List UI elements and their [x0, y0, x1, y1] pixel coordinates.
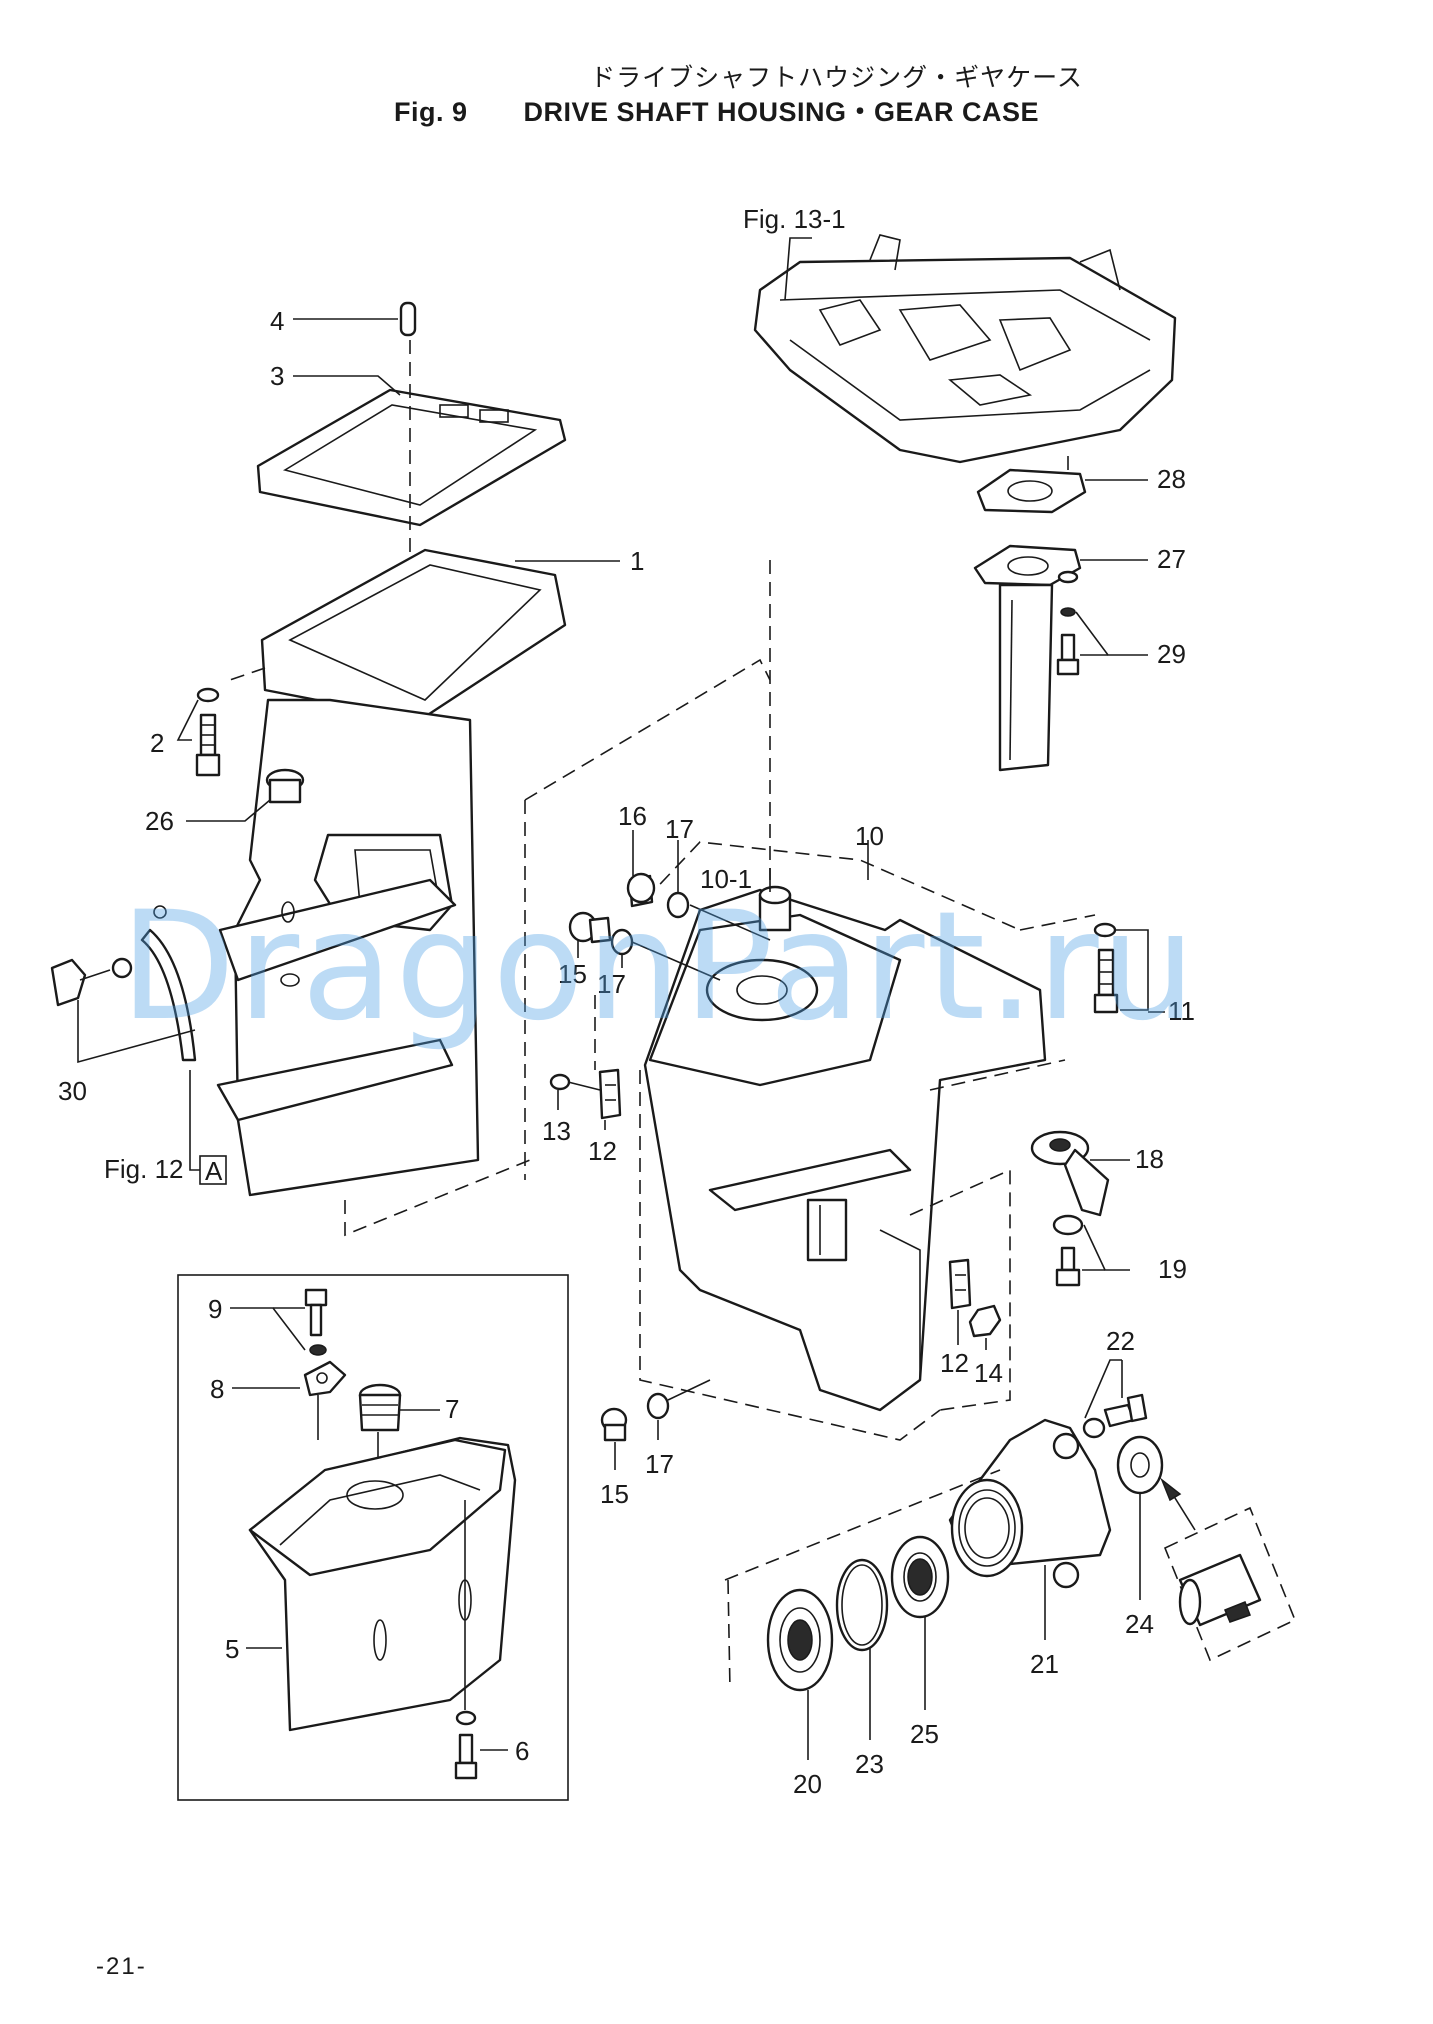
callout-13: 13: [542, 1116, 571, 1146]
part-13-screw: [549, 1073, 601, 1110]
callout-9: 9: [208, 1294, 222, 1324]
part-3-gasket: [256, 340, 567, 560]
part-29-bolts: [1056, 570, 1148, 676]
part-19-bolt: [1052, 1214, 1130, 1287]
part-7-grommet: [358, 1383, 440, 1460]
part-28-gasket: [976, 468, 1148, 514]
part-12-anode-lower: [909, 1168, 1011, 1411]
callout-17-lower: 17: [645, 1449, 674, 1479]
part-17-washer-lower: [646, 1379, 711, 1440]
callout-8: 8: [210, 1374, 224, 1404]
callout-10-1: 10-1: [700, 864, 752, 894]
callout-27: 27: [1157, 544, 1186, 574]
part-5-lower-cowl: [246, 1436, 517, 1732]
part-20-bearing: [724, 1469, 1001, 1760]
part-11-bolt: [1019, 914, 1165, 1014]
callout-23: 23: [855, 1749, 884, 1779]
part-18-trim-tab: [1030, 1130, 1130, 1217]
callout-7: 7: [445, 1394, 459, 1424]
part-22-bolt: [1082, 1359, 1148, 1439]
part-30-ground-wire: [50, 905, 200, 1171]
fig-12-box-letter: A: [205, 1156, 223, 1186]
part-1-drive-shaft-housing: [216, 548, 620, 1197]
seal-installer-detail: [1163, 1506, 1297, 1662]
callout-11: 11: [1168, 996, 1195, 1026]
callout-22: 22: [1106, 1326, 1135, 1356]
callout-26: 26: [145, 806, 174, 836]
part-10-1-bushing: [758, 868, 792, 932]
callout-17-top: 17: [665, 814, 694, 844]
part-16-plug-bolt: [626, 830, 656, 908]
callout-4: 4: [270, 306, 284, 336]
part-21-propeller-shaft-housing: [948, 1418, 1112, 1640]
callout-5: 5: [225, 1634, 239, 1664]
callout-2: 2: [150, 728, 164, 758]
callout-19: 19: [1158, 1254, 1187, 1284]
fig-12-box: [199, 1155, 227, 1185]
callout-16: 16: [618, 801, 647, 831]
callout-14: 14: [974, 1358, 1003, 1388]
callout-24: 24: [1125, 1609, 1154, 1639]
callout-20: 20: [793, 1769, 822, 1799]
callout-17-mid: 17: [597, 969, 626, 999]
part-9-bolt: [230, 1288, 328, 1356]
figure-number: Fig. 9: [393, 97, 468, 127]
watermark: DragonPart.ru: [120, 880, 1198, 1054]
part-15-bolt-lower: [600, 1407, 628, 1470]
title-english: Fig. 9 DRIVE SHAFT HOUSING・GEAR CASE: [0, 90, 1433, 129]
part-12-anode-upper: [598, 1068, 622, 1130]
engine-base-reference: [753, 234, 1177, 464]
callout-21: 21: [1030, 1649, 1059, 1679]
callout-15-upper: 15: [558, 959, 587, 989]
page-number: -21-: [96, 1953, 147, 1980]
part-27-exhaust-tube: [973, 450, 1148, 772]
callout-10: 10: [855, 821, 884, 851]
part-25-bearing: [890, 1535, 950, 1710]
callout-28: 28: [1157, 464, 1186, 494]
callout-29: 29: [1157, 639, 1186, 669]
figure-title: DRIVE SHAFT HOUSING・GEAR CASE: [523, 97, 1040, 127]
callout-12-lower: 12: [940, 1348, 969, 1378]
callout-3: 3: [270, 361, 284, 391]
callout-12-upper: 12: [588, 1136, 617, 1166]
callout-18: 18: [1135, 1144, 1164, 1174]
fig-13-1-reference[interactable]: Fig. 13-1: [743, 204, 846, 234]
part-14-nut: [968, 1304, 1002, 1350]
callout-1: 1: [630, 546, 644, 576]
callout-30: 30: [58, 1076, 87, 1106]
part-4-dowel-pin: [293, 301, 417, 337]
part-17-washer-top: [666, 840, 771, 941]
callout-25: 25: [910, 1719, 939, 1749]
callout-15-lower: 15: [600, 1479, 629, 1509]
callout-6: 6: [515, 1736, 529, 1766]
part-23-o-ring: [835, 1558, 889, 1740]
part-10-gear-case: [594, 560, 1066, 1441]
part-24-oil-seal: [1116, 1435, 1196, 1600]
detail-inset-frame: [177, 1274, 569, 1801]
fig-12-reference[interactable]: Fig. 12: [104, 1154, 184, 1184]
part-8-clamp: [232, 1360, 347, 1440]
title-japanese: ドライブシャフトハウジング・ギヤケース: [590, 63, 1083, 92]
part-26-plug: [186, 768, 305, 822]
part-15-bolt-upper: [568, 911, 721, 981]
part-6-bolt: [454, 1710, 508, 1780]
part-2-bolt: [176, 687, 221, 777]
